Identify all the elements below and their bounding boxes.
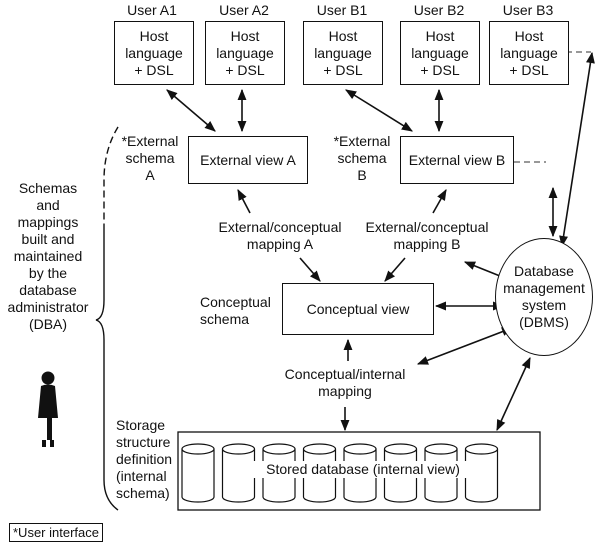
arrow-b1-view-b <box>345 89 413 132</box>
person-icon <box>38 371 58 447</box>
dbms-line: system <box>521 297 567 313</box>
dba-brace <box>95 126 119 511</box>
conceptual-view-box: Conceptual view <box>282 283 434 335</box>
arrow-view-b-mapping <box>432 189 447 214</box>
external-view-a-box: External view A <box>188 136 308 184</box>
arrow-mapping-a-conceptual <box>299 257 321 282</box>
dba-brace-dashed-overlay <box>103 126 119 225</box>
user-a1-label: User A1 <box>127 2 177 18</box>
stored-database-label: Stored database (internal view) <box>248 461 478 478</box>
arrow-mapping-b-conceptual <box>384 257 406 282</box>
arrow-dbms-internal-mapping <box>416 327 514 365</box>
user-b1-label: User B1 <box>316 2 368 18</box>
arrow-view-a-mapping <box>237 189 251 214</box>
dbms-circle: Database management system (DBMS) <box>495 238 593 356</box>
dbms-line: Database <box>514 263 574 279</box>
external-view-b-box: External view B <box>400 136 514 184</box>
dbms-line: (DBMS) <box>519 314 569 330</box>
dbms-line: management <box>503 280 585 296</box>
user-b2-label: User B2 <box>413 2 465 18</box>
user-interface-footnote: *User interface <box>9 523 103 542</box>
arrow-a1-view-a <box>166 89 216 132</box>
user-a2-label: User A2 <box>219 2 269 18</box>
arrow-dbms-storage <box>496 356 531 432</box>
user-b3-label: User B3 <box>502 2 554 18</box>
arrow-dbms-b3 <box>559 51 595 248</box>
database-cylinder-icon <box>181 443 215 503</box>
database-cylinder-icon <box>221 443 256 503</box>
